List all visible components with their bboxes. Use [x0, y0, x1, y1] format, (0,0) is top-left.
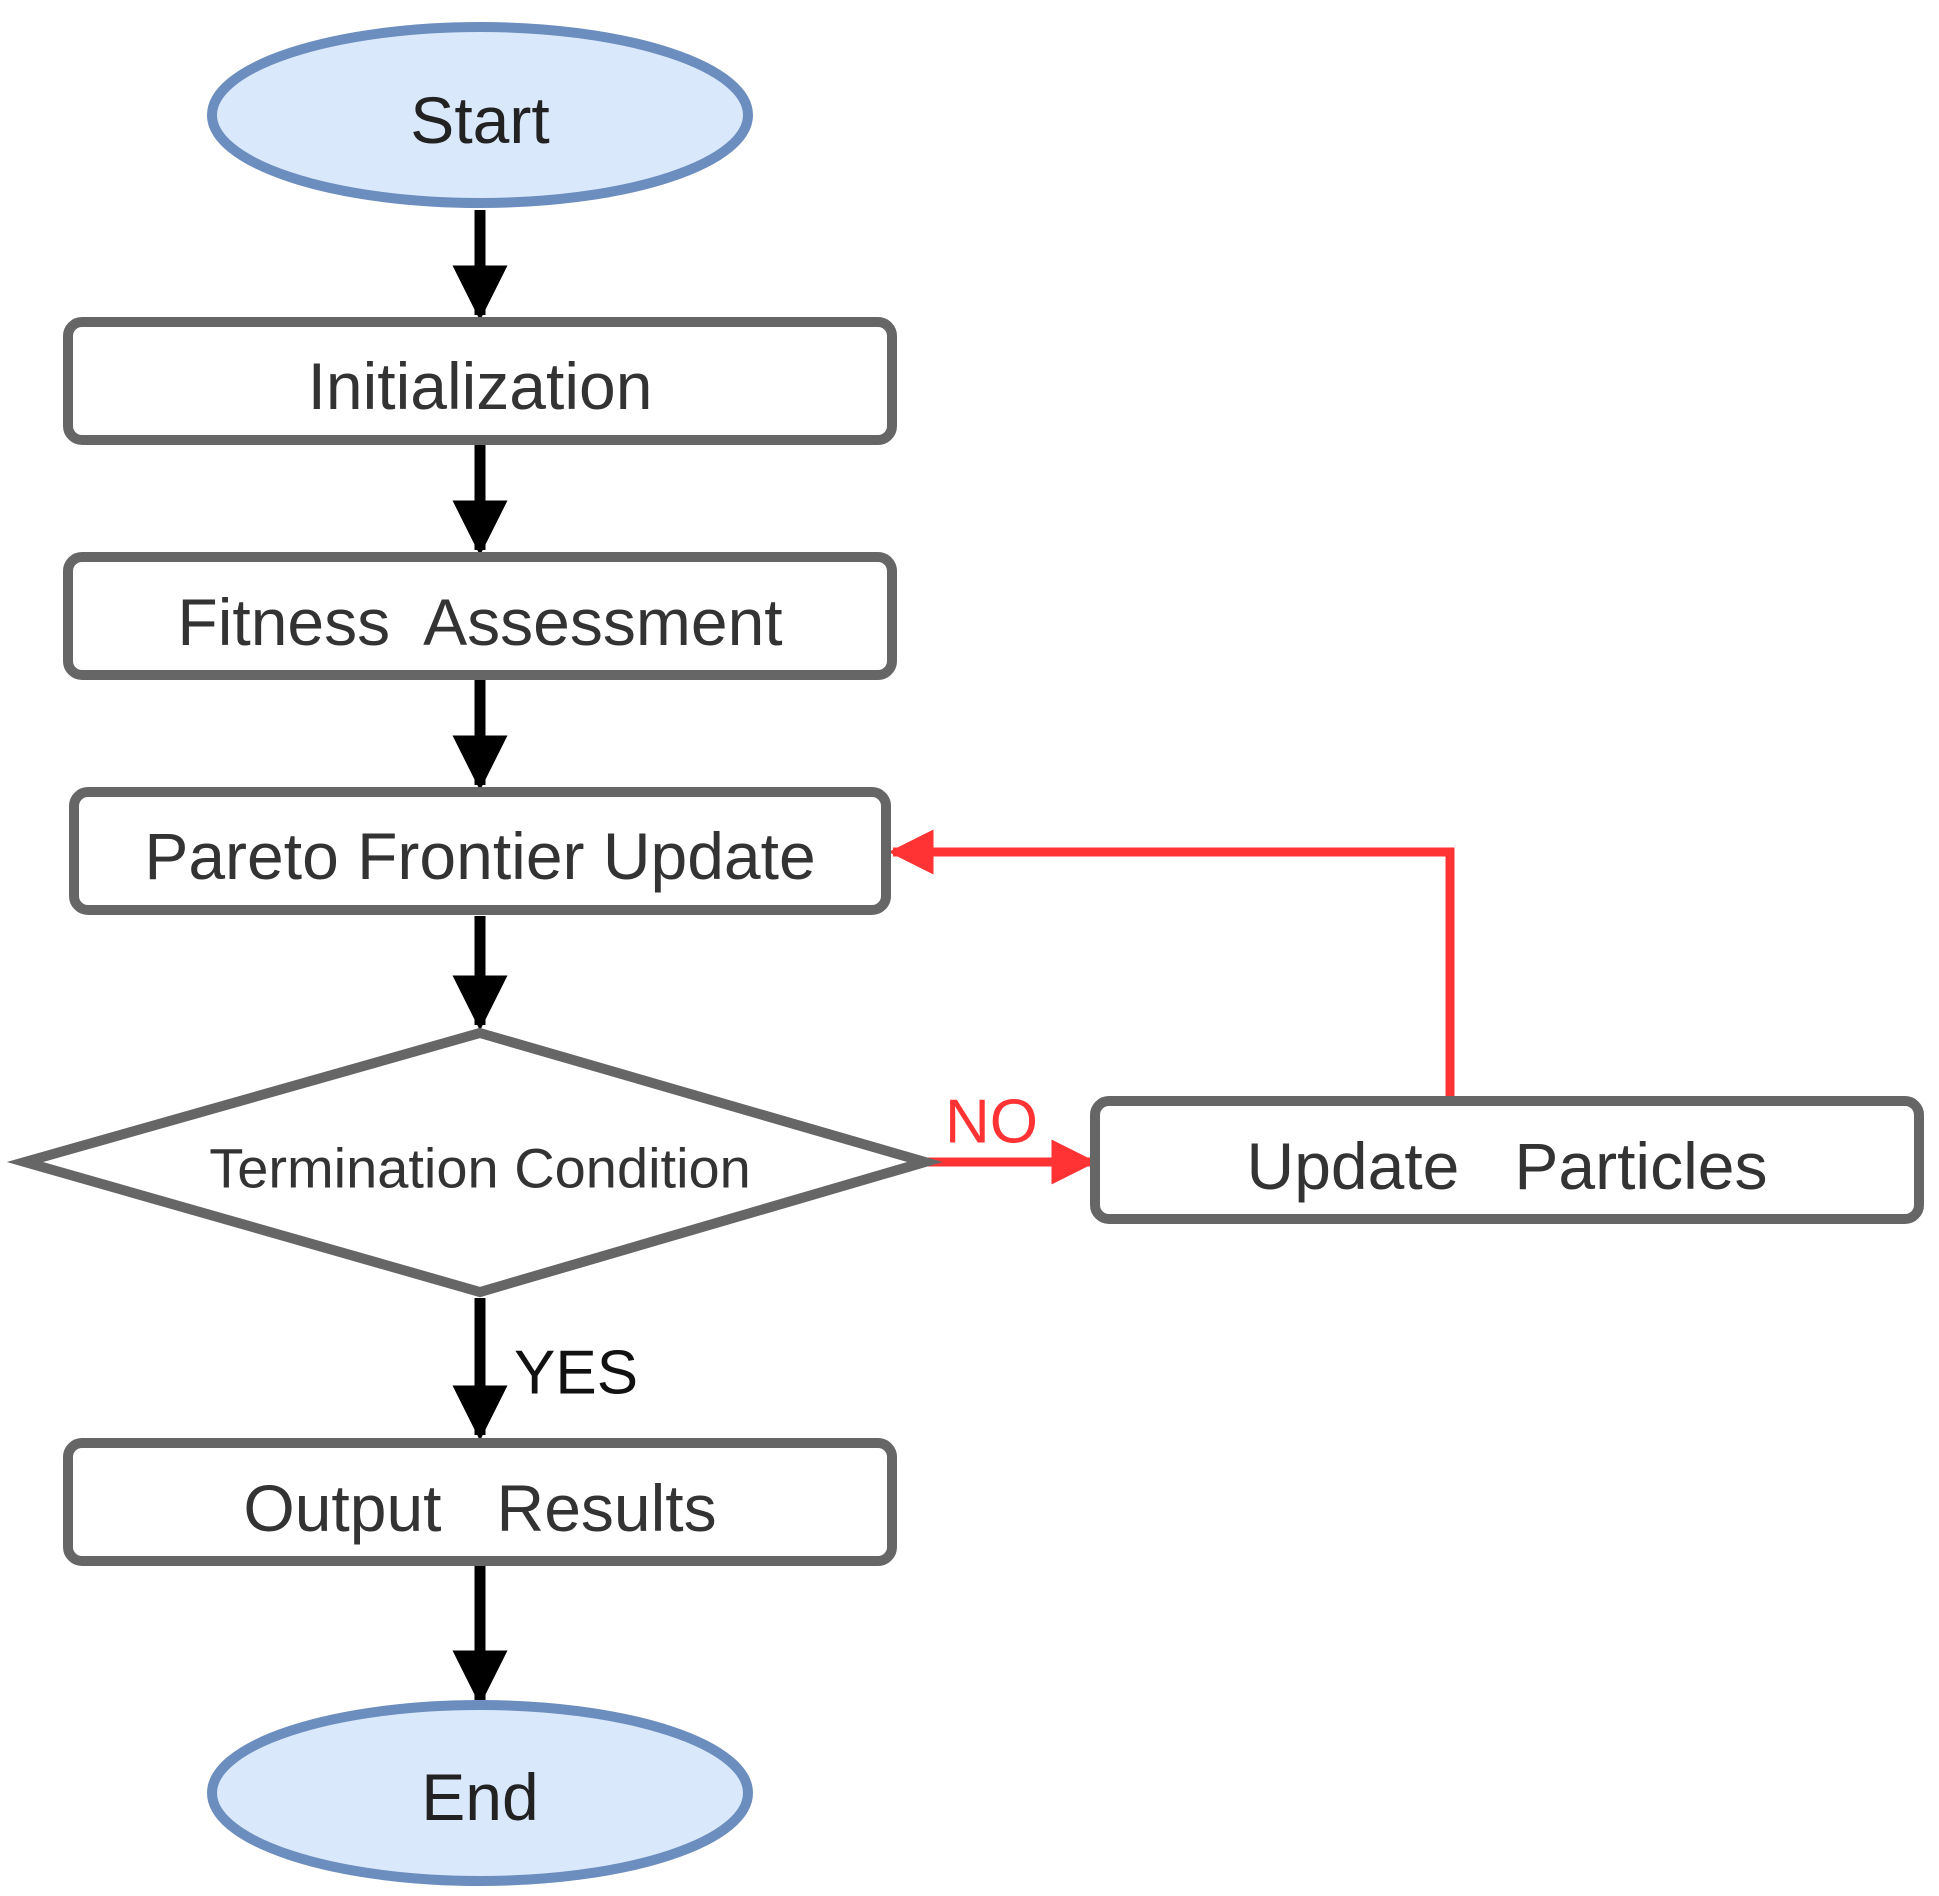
- pareto-frontier-update-node: Pareto Frontier Update: [69, 787, 891, 915]
- arrow-update-particles-to-pareto: [888, 829, 1455, 1100]
- end-ellipse: [207, 1700, 753, 1886]
- start-node: Start: [207, 22, 753, 208]
- start-label: Start: [410, 83, 549, 157]
- update-particles-box: [1090, 1096, 1924, 1224]
- no-edge-label: NO: [945, 1088, 1038, 1157]
- update-particles-node: Update Particles: [1090, 1096, 1924, 1224]
- output-results-label: Output Results: [243, 1471, 716, 1545]
- fitness-assessment-box: [63, 552, 897, 680]
- initialization-box: [63, 317, 897, 445]
- end-label: End: [421, 1760, 538, 1834]
- fitness-assessment-node: Fitness Assessment: [63, 552, 897, 680]
- fitness-assessment-label: Fitness Assessment: [177, 585, 782, 659]
- pareto-frontier-update-box: [69, 787, 891, 915]
- yes-edge-label: YES: [514, 1339, 638, 1408]
- start-ellipse: [207, 22, 753, 208]
- update-particles-label: Update Particles: [1247, 1129, 1768, 1203]
- end-node: End: [207, 1700, 753, 1886]
- initialization-label: Initialization: [308, 349, 653, 423]
- termination-condition-diamond: [6, 1027, 943, 1298]
- termination-condition-node: Termination Condition: [6, 1027, 943, 1298]
- output-results-box: [63, 1438, 897, 1566]
- termination-condition-label: Termination Condition: [209, 1137, 751, 1200]
- pareto-frontier-update-label: Pareto Frontier Update: [144, 819, 815, 893]
- output-results-node: Output Results: [63, 1438, 897, 1566]
- initialization-node: Initialization: [63, 317, 897, 445]
